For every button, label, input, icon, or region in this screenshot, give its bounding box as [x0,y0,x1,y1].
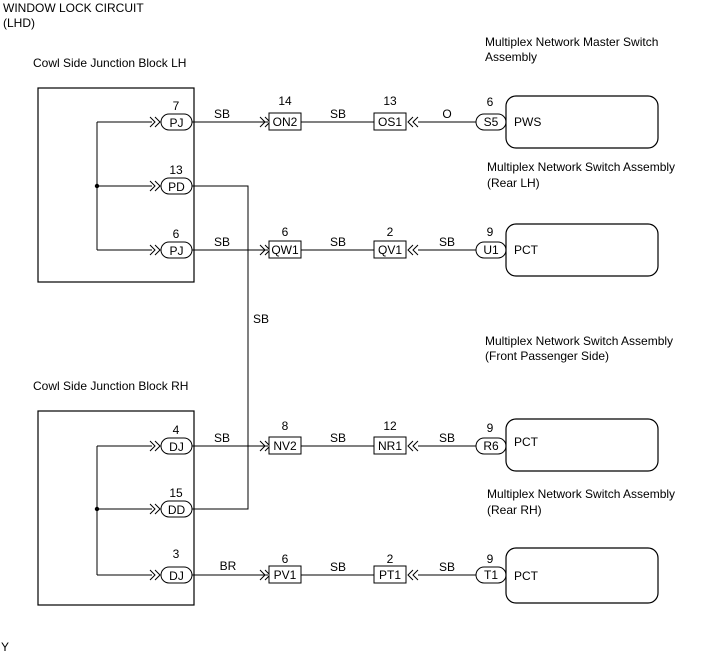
svg-text:SB: SB [330,431,346,445]
svg-text:9: 9 [487,421,494,435]
svg-text:8: 8 [282,419,289,433]
svg-text:14: 14 [278,94,292,108]
svg-text:QV1: QV1 [378,243,402,257]
svg-text:SB: SB [330,560,346,574]
jb-terminal-pd-13: 13 PD [149,163,193,195]
circuit-row-pws: SB 14 ON2 SB 13 OS1 O 6 S5 [192,94,507,131]
svg-text:3: 3 [173,547,180,561]
svg-text:PJ: PJ [169,116,183,130]
svg-text:PD: PD [168,180,185,194]
rear-rh-switch-label-2: (Rear RH) [487,503,542,517]
front-passenger-switch-label: Multiplex Network Switch Assembly [485,334,673,348]
svg-text:S5: S5 [484,115,499,129]
svg-text:6: 6 [282,225,289,239]
svg-text:O: O [442,107,451,121]
rear-lh-switch-label: Multiplex Network Switch Assembly [487,160,675,174]
jumper-wire-pd-dd: SB [192,185,269,510]
svg-text:12: 12 [383,419,397,433]
svg-text:SB: SB [330,107,346,121]
circuit-row-rear-lh: SB 6 QW1 SB 2 QV1 SB 9 U1 [192,225,507,259]
svg-text:PJ: PJ [169,244,183,258]
svg-text:6: 6 [282,552,289,566]
front-passenger-switch-label-2: (Front Passenger Side) [485,349,609,363]
svg-text:SB: SB [330,235,346,249]
master-switch-label-2: Assembly [485,50,537,64]
svg-text:T1: T1 [484,568,498,582]
svg-text:6: 6 [173,227,180,241]
rear-rh-switch-component: PCT [505,547,659,604]
front-passenger-switch-component: PCT [505,418,659,472]
svg-text:PCT: PCT [514,243,539,257]
jb-terminal-dd-15: 15 DD [149,486,193,518]
svg-text:DD: DD [168,503,186,517]
svg-text:SB: SB [253,312,269,326]
diagram-subtitle: (LHD) [3,16,35,30]
svg-text:13: 13 [169,163,183,177]
svg-text:7: 7 [173,99,180,113]
svg-text:R6: R6 [483,439,499,453]
footer-code: Y [1,640,9,654]
svg-text:NR1: NR1 [378,439,402,453]
svg-text:DJ: DJ [169,569,184,583]
svg-text:2: 2 [387,552,394,566]
circuit-row-rear-rh: BR 6 PV1 SB 2 PT1 SB 9 T1 [192,552,507,584]
svg-text:ON2: ON2 [273,115,298,129]
jb-terminal-dj-3: 3 DJ [149,547,193,584]
junction-block-lh-label: Cowl Side Junction Block LH [33,56,186,70]
svg-text:2: 2 [387,225,394,239]
svg-text:PT1: PT1 [379,568,401,582]
svg-text:PCT: PCT [514,435,539,449]
svg-text:SB: SB [214,107,230,121]
svg-text:NV2: NV2 [273,439,297,453]
svg-text:9: 9 [487,225,494,239]
svg-text:9: 9 [487,552,494,566]
svg-text:PCT: PCT [514,569,539,583]
junction-block-lh-bus [94,121,152,251]
svg-text:13: 13 [383,94,397,108]
junction-block-rh-label: Cowl Side Junction Block RH [33,379,188,393]
svg-text:U1: U1 [483,243,499,257]
svg-text:PWS: PWS [514,115,541,129]
svg-text:BR: BR [220,559,237,573]
svg-text:4: 4 [173,423,180,437]
svg-text:SB: SB [439,560,455,574]
svg-text:SB: SB [439,235,455,249]
rear-lh-switch-component: PCT [505,223,659,277]
circuit-row-front-passenger: SB 8 NV2 SB 12 NR1 SB 9 R6 [192,419,507,455]
svg-text:15: 15 [169,486,183,500]
diagram-title: WINDOW LOCK CIRCUIT [3,1,144,15]
rear-rh-switch-label: Multiplex Network Switch Assembly [487,487,675,501]
master-switch-label: Multiplex Network Master Switch [485,35,658,49]
rear-lh-switch-label-2: (Rear LH) [487,176,540,190]
jb-terminal-pj-6: 6 PJ [149,227,193,259]
svg-text:SB: SB [439,431,455,445]
svg-text:PV1: PV1 [274,568,297,582]
svg-text:DJ: DJ [169,440,184,454]
master-switch-component: PWS [505,95,659,149]
svg-text:OS1: OS1 [378,115,402,129]
svg-text:SB: SB [214,235,230,249]
svg-text:QW1: QW1 [271,243,299,257]
svg-text:6: 6 [487,95,494,109]
svg-text:SB: SB [214,431,230,445]
junction-block-rh-bus [94,445,152,576]
